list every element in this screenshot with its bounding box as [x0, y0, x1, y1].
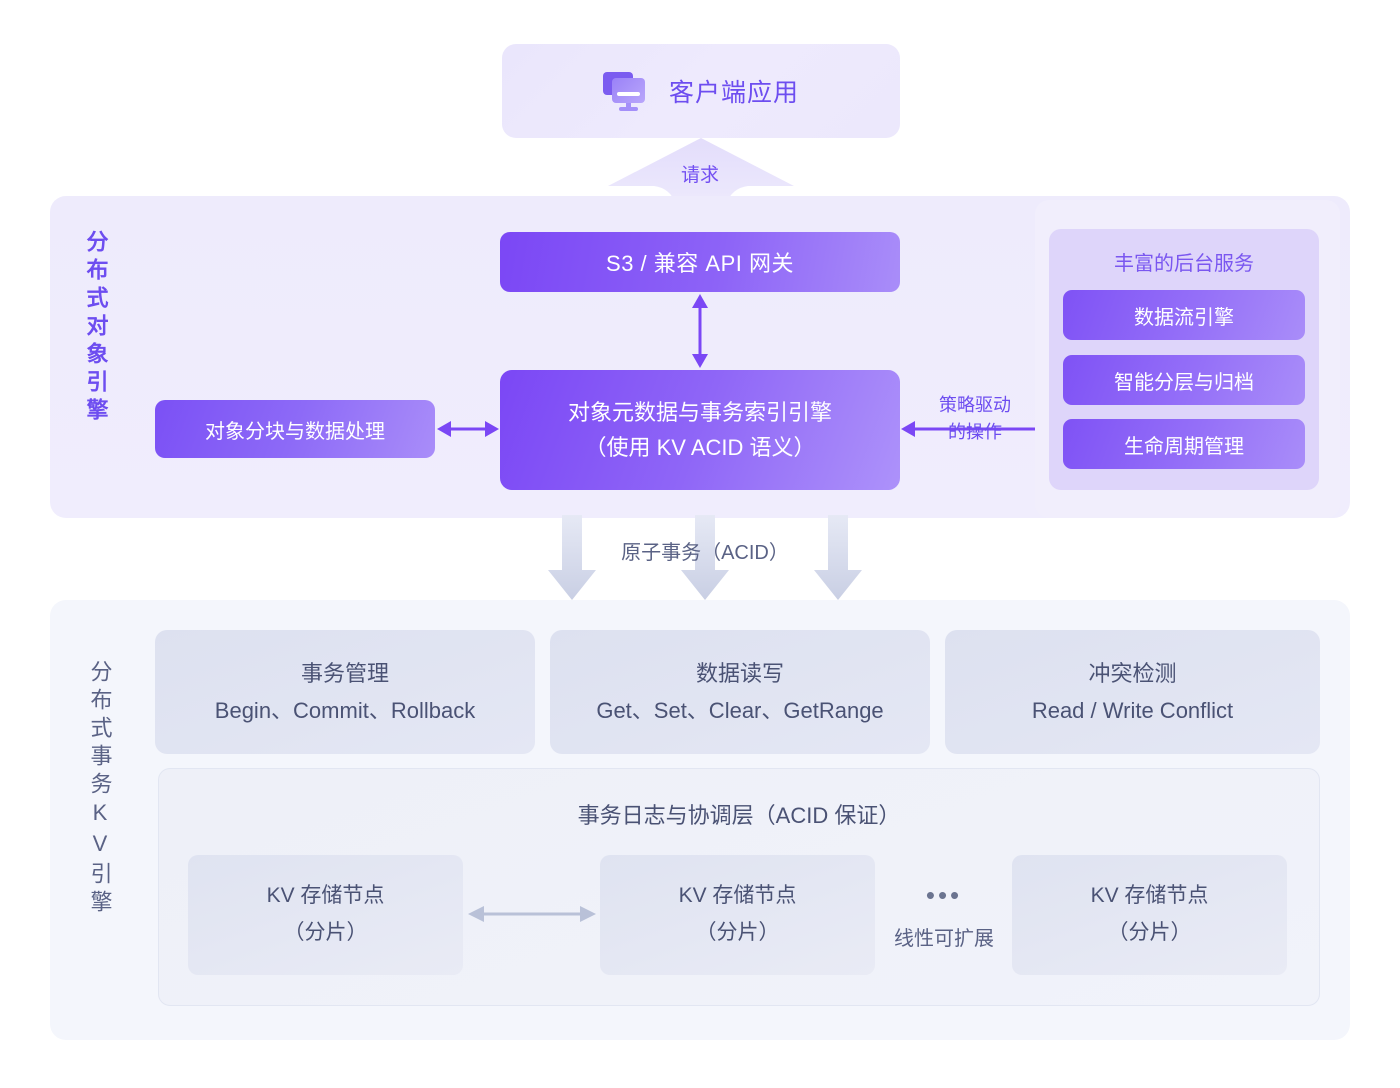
scalability-note-label: 线性可扩展	[894, 928, 994, 950]
acid-transaction-arrows	[540, 515, 870, 600]
kv-node-line1-0: KV 存储节点	[266, 884, 385, 908]
metadata-engine-line1: 对象元数据与事务索引引擎	[567, 399, 832, 425]
client-application-card[interactable]: 客户端应用	[502, 44, 900, 138]
kv-node-line2-0: （分片）	[283, 921, 368, 944]
operation-card-subtitle-1: Get、Set、Clear、GetRange	[596, 698, 884, 723]
request-arrow-icon	[608, 138, 794, 218]
operation-card-subtitle-0: Begin、Commit、Rollback	[214, 698, 476, 723]
transaction-log-title: 事务日志与协调层（ACID 保证）	[577, 803, 901, 828]
gateway-metadata-arrow	[690, 294, 710, 368]
acid-transaction-label: 原子事务（ACID）	[621, 542, 789, 564]
operation-card-data-readwrite[interactable]: 数据读写 Get、Set、Clear、GetRange	[550, 630, 930, 754]
operation-card-subtitle-2: Read / Write Conflict	[1031, 698, 1234, 723]
monitor-front-screen	[611, 78, 645, 103]
request-arrow-label: 请求	[680, 165, 719, 186]
object-chunking-box[interactable]: 对象分块与数据处理	[155, 400, 435, 458]
kv-node-line1-2: KV 存储节点	[1090, 884, 1209, 908]
operation-card-title-2: 冲突检测	[1088, 660, 1177, 686]
object-chunking-label: 对象分块与数据处理	[205, 420, 385, 443]
policy-driven-line1: 策略驱动	[939, 395, 1011, 415]
object-engine-side-label: 分布式对象引擎	[83, 230, 109, 426]
policy-driven-label: 策略驱动 的操作	[915, 392, 1035, 446]
backend-service-item-dataflow[interactable]: 数据流引擎	[1063, 290, 1305, 340]
kv-node-line1-1: KV 存储节点	[678, 884, 797, 908]
chunking-metadata-arrow	[437, 418, 499, 440]
monitor-icon	[602, 70, 651, 112]
operation-card-conflict-detection[interactable]: 冲突检测 Read / Write Conflict	[945, 630, 1320, 754]
ellipsis-icon: •••	[925, 880, 963, 910]
backend-service-label-2: 生命周期管理	[1124, 435, 1244, 458]
backend-service-item-tiering[interactable]: 智能分层与归档	[1063, 355, 1305, 405]
kv-storage-node-1[interactable]: KV 存储节点 （分片）	[600, 855, 875, 975]
monitor-stand-base	[618, 107, 638, 111]
monitor-screen-line	[616, 92, 640, 96]
operation-card-title-1: 数据读写	[695, 660, 784, 686]
kv-engine-side-label: 分布式事务KV引擎	[87, 660, 113, 918]
metadata-index-engine-box[interactable]: 对象元数据与事务索引引擎 （使用 KV ACID 语义）	[500, 370, 900, 490]
kv-node-line2-1: （分片）	[695, 921, 780, 944]
backend-service-label-1: 智能分层与归档	[1114, 371, 1254, 394]
operation-card-transaction-management[interactable]: 事务管理 Begin、Commit、Rollback	[155, 630, 535, 754]
kv-node-replication-arrow	[468, 903, 596, 925]
client-application-label: 客户端应用	[668, 79, 799, 107]
backend-services-title: 丰富的后台服务	[1114, 253, 1254, 275]
monitor-stand-neck	[625, 103, 631, 108]
kv-storage-node-0[interactable]: KV 存储节点 （分片）	[188, 855, 463, 975]
kv-storage-node-2[interactable]: KV 存储节点 （分片）	[1012, 855, 1287, 975]
api-gateway-label: S3 / 兼容 API 网关	[606, 251, 794, 276]
policy-driven-line2: 的操作	[948, 422, 1002, 442]
scalability-note: ••• 线性可扩展	[880, 882, 1008, 951]
operation-card-title-0: 事务管理	[300, 660, 389, 686]
api-gateway-box[interactable]: S3 / 兼容 API 网关	[500, 232, 900, 292]
metadata-engine-line2: （使用 KV ACID 语义）	[584, 435, 816, 460]
backend-service-item-lifecycle[interactable]: 生命周期管理	[1063, 419, 1305, 469]
backend-service-label-0: 数据流引擎	[1134, 306, 1234, 329]
kv-node-line2-2: （分片）	[1107, 921, 1192, 944]
